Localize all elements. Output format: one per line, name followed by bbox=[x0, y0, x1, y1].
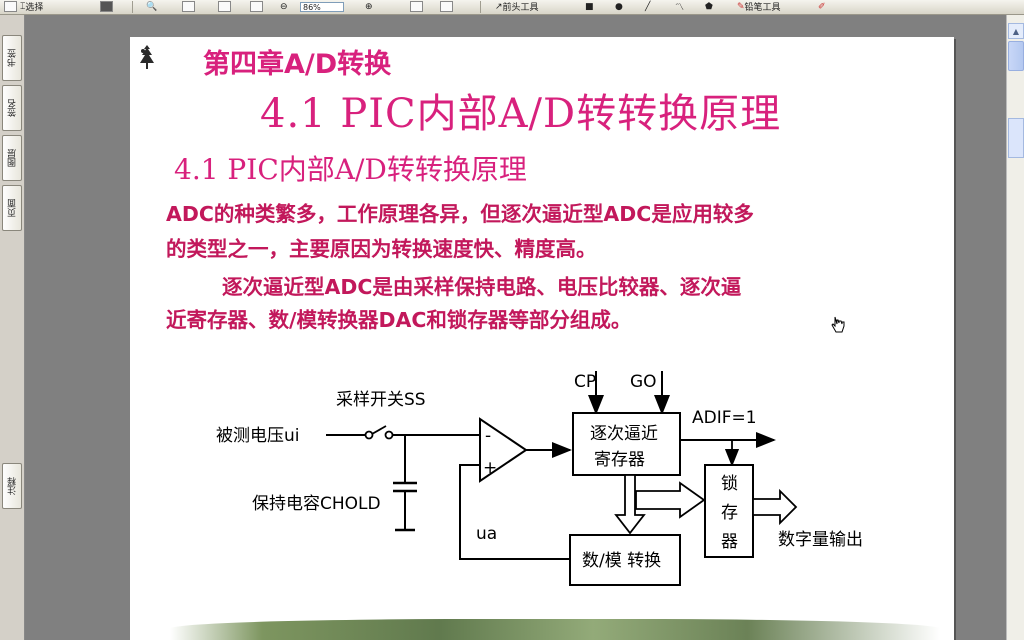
switch-blade bbox=[371, 425, 387, 435]
zoom-select[interactable]: 86% bbox=[300, 0, 344, 13]
actual-size-button[interactable] bbox=[182, 0, 195, 13]
sar-to-latch-hollow-arrow bbox=[635, 481, 706, 519]
comparator-triangle bbox=[479, 417, 528, 483]
cursor-icon: ⌶ bbox=[20, 1, 26, 12]
latch-char-2: 存 bbox=[721, 503, 738, 523]
vertical-scrollbar[interactable]: ▲ bbox=[1006, 15, 1024, 640]
tab-layers[interactable]: 图层 bbox=[2, 135, 22, 181]
polygon-tool-button[interactable]: ⬟ bbox=[705, 0, 713, 13]
sar-block bbox=[572, 412, 681, 476]
fit-width-button[interactable] bbox=[250, 0, 263, 13]
snapshot-tool-button[interactable] bbox=[100, 0, 113, 13]
select-tool-button[interactable]: ⌶ 选择 bbox=[20, 0, 44, 14]
tab-bookmarks-label: 书签 bbox=[7, 49, 18, 67]
switch-contact-left bbox=[364, 430, 374, 440]
zoom-in-icon[interactable]: 🔍 bbox=[146, 1, 158, 12]
digital-output-label: 数字量输出 bbox=[778, 530, 863, 550]
tab-pages[interactable]: 页面 bbox=[2, 185, 22, 231]
paragraph1-line2: 的类型之一，主要原因为转换速度快、精度高。 bbox=[166, 237, 597, 261]
line-icon: ╱ bbox=[645, 1, 651, 12]
sar-label-line2: 寄存器 bbox=[594, 450, 645, 470]
adc-block-diagram: 被测电压ui 采样开关SS 保持电容CHOLD - + ua CP bbox=[216, 371, 863, 586]
hand-cursor-icon bbox=[831, 316, 845, 333]
document-area[interactable]: 第四章A/D转换 4.1 PIC内部A/D转转换原理 4.1 PIC内部A/D转… bbox=[25, 15, 1006, 640]
rotate-left-button[interactable] bbox=[440, 0, 453, 13]
main-title: 4.1 PIC内部A/D转转换原理 bbox=[260, 91, 782, 137]
scroll-position-marker[interactable] bbox=[1008, 118, 1024, 158]
fit-page-button[interactable] bbox=[218, 0, 231, 13]
comparator-plus: + bbox=[483, 458, 497, 478]
tab-signatures[interactable]: 签名 bbox=[2, 85, 22, 131]
polygon-icon: ⬟ bbox=[705, 1, 713, 12]
zoom-value[interactable]: 86% bbox=[300, 1, 344, 12]
sar-to-dac-hollow-arrow bbox=[614, 474, 646, 535]
eraser-icon: ✐ bbox=[818, 1, 826, 12]
zoom-plus-icon[interactable]: ⊕ bbox=[365, 1, 373, 12]
input-voltage-label: 被测电压ui bbox=[216, 426, 300, 446]
feedback-label: ua bbox=[476, 524, 497, 544]
scrollbar-thumb[interactable] bbox=[1008, 41, 1024, 71]
chapter-title: 第四章A/D转换 bbox=[203, 49, 392, 80]
rotate-button[interactable] bbox=[410, 0, 423, 13]
side-panel: 书签 签名 图层 页面 注释 bbox=[0, 15, 25, 640]
paragraph2-line2: 近寄存器、数/模转换器DAC和锁存器等部分组成。 bbox=[166, 308, 632, 332]
line-tool-button[interactable]: ╱ bbox=[645, 0, 650, 13]
arrow-icon: ↗ bbox=[495, 1, 503, 12]
go-label: GO bbox=[630, 372, 657, 392]
pdf-page: 第四章A/D转换 4.1 PIC内部A/D转转换原理 4.1 PIC内部A/D转… bbox=[130, 37, 954, 640]
tab-layers-label: 图层 bbox=[7, 149, 18, 167]
latch-char-1: 锁 bbox=[721, 474, 738, 494]
paragraph1-line1: ADC的种类繁多，工作原理各异，但逐次逼近型ADC是应用较多 bbox=[166, 202, 754, 226]
polyline-tool-button[interactable]: 〽 bbox=[675, 0, 684, 13]
toolbar: ⌶ 选择 🔍 ⊖ 86% ⊕ ↗ 前头工具 ■ ● ╱ 〽 ⬟ ✎ 铅笔工具 ✐ bbox=[0, 0, 1024, 15]
pencil-icon: ✎ bbox=[737, 1, 745, 12]
adif-label: ADIF=1 bbox=[692, 408, 757, 428]
tab-comments[interactable]: 注释 bbox=[2, 463, 22, 509]
tab-bookmarks[interactable]: 书签 bbox=[2, 35, 22, 81]
cp-label: CP bbox=[574, 372, 596, 392]
scroll-up-arrow-icon[interactable]: ▲ bbox=[1008, 23, 1024, 39]
switch-label: 采样开关SS bbox=[336, 390, 426, 410]
dac-label: 数/模 转换 bbox=[582, 551, 661, 571]
decorative-landscape-band bbox=[170, 619, 940, 640]
tab-pages-label: 页面 bbox=[7, 199, 18, 217]
tab-signatures-label: 签名 bbox=[7, 99, 18, 117]
switch-contact-right bbox=[384, 430, 394, 440]
ellipse-icon: ● bbox=[615, 1, 623, 12]
feedback-wire bbox=[459, 464, 570, 560]
latch-char-3: 器 bbox=[721, 532, 738, 552]
zoom-out-icon[interactable]: ⊖ bbox=[280, 1, 288, 12]
dac-block bbox=[569, 534, 681, 586]
paragraph2-line1: 逐次逼近型ADC是由采样保持电路、电压比较器、逐次逼 bbox=[222, 275, 742, 299]
pencil-tools-label: 铅笔工具 bbox=[744, 3, 781, 13]
sar-label-line1: 逐次逼近 bbox=[590, 424, 658, 444]
polyline-icon: 〽 bbox=[675, 3, 685, 13]
separator bbox=[132, 0, 133, 13]
tab-comments-label: 注释 bbox=[7, 477, 18, 495]
hand-tool-button[interactable] bbox=[4, 0, 17, 13]
rectangle-tool-button[interactable]: ■ bbox=[585, 0, 594, 13]
ellipse-tool-button[interactable]: ● bbox=[615, 0, 623, 13]
separator-2 bbox=[480, 0, 481, 13]
capacitor-label: 保持电容CHOLD bbox=[252, 494, 381, 514]
school-logo-icon bbox=[140, 45, 154, 69]
select-tool-label: 选择 bbox=[25, 3, 44, 13]
rectangle-icon: ■ bbox=[585, 1, 594, 12]
output-hollow-arrow bbox=[752, 488, 798, 526]
comparator-minus: - bbox=[485, 426, 491, 446]
section-title: 4.1 PIC内部A/D转转换原理 bbox=[174, 153, 527, 186]
annotation-tools-button[interactable]: ↗ 前头工具 bbox=[495, 0, 539, 14]
eraser-tool-button[interactable]: ✐ bbox=[818, 0, 826, 13]
annotation-tools-label: 前头工具 bbox=[502, 3, 539, 13]
pencil-tools-button[interactable]: ✎ 铅笔工具 bbox=[737, 0, 781, 14]
